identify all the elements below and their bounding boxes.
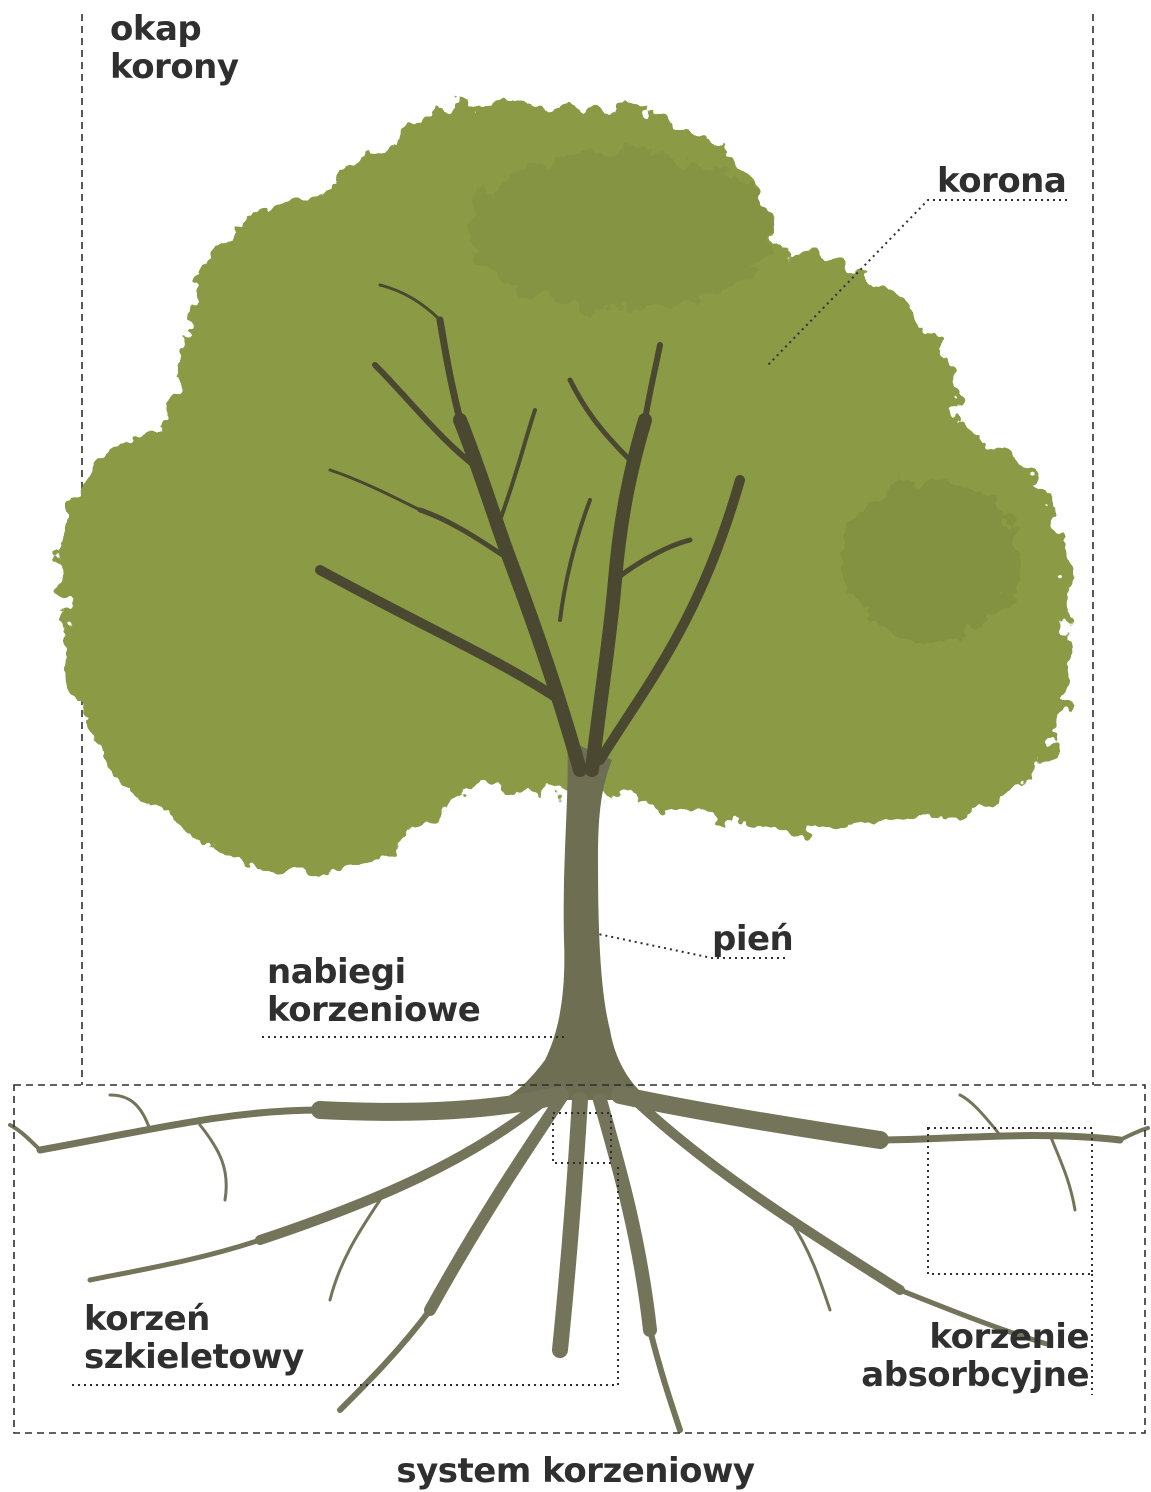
root — [560, 1100, 580, 1350]
canopy-label-line1: okap — [110, 10, 239, 48]
root — [600, 1100, 650, 1330]
root-flare-label: nabiegi korzeniowe — [267, 953, 480, 1029]
crown-label: korona — [937, 162, 1066, 200]
skeletal-root-label-line2: szkieletowy — [84, 1338, 304, 1376]
root — [200, 1125, 226, 1200]
canopy-label: okap korony — [110, 10, 239, 86]
absorptive-roots-label: korzenie absorbcyjne — [861, 1318, 1089, 1394]
crown-shade-right — [840, 480, 1020, 640]
root-flare-label-line2: korzeniowe — [267, 991, 480, 1029]
root-system-label: system korzeniowy — [0, 1452, 1151, 1490]
trunk-label: pień — [712, 920, 793, 958]
root — [650, 1330, 680, 1430]
root — [1050, 1135, 1075, 1210]
root — [90, 1240, 260, 1280]
skeletal-root-label: korzeń szkieletowy — [84, 1300, 304, 1376]
root — [40, 1110, 320, 1150]
canopy-label-line2: korony — [110, 48, 239, 86]
root — [260, 1100, 545, 1240]
root — [110, 1095, 150, 1130]
root — [320, 1095, 560, 1112]
absorptive-roots-label-line1: korzenie — [861, 1318, 1089, 1356]
crown-foliage — [60, 101, 1070, 875]
skeletal-root-label-line1: korzeń — [84, 1300, 304, 1338]
absorptive-inset — [928, 1128, 1092, 1274]
root — [1120, 1128, 1148, 1140]
crown-shade-top — [470, 150, 770, 310]
root-flare-label-line1: nabiegi — [267, 953, 480, 991]
absorptive-roots-label-line2: absorbcyjne — [861, 1356, 1089, 1394]
root — [340, 1310, 430, 1410]
